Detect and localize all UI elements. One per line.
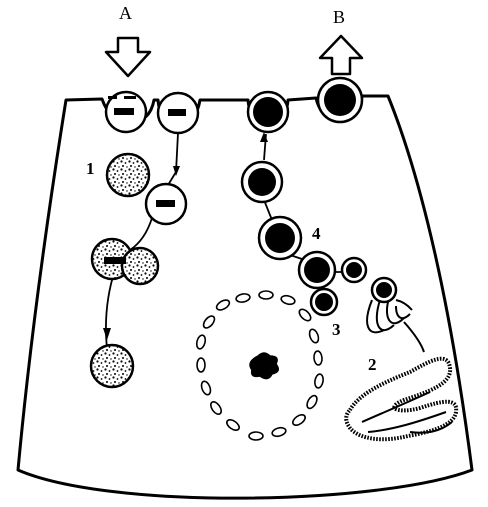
endocytic-vesicle: [146, 184, 186, 224]
label-rough-er: 2: [368, 356, 377, 373]
label-arrow-in: A: [119, 4, 132, 22]
endocytic-vesicle-forming-2: [158, 93, 198, 133]
secretory-vesicle-fusing-1: [248, 92, 288, 132]
label-lysosomal-pathway: 1: [86, 160, 95, 177]
label-secretory-pathway: 4: [312, 225, 321, 242]
up-arrow-icon: [320, 36, 362, 74]
label-golgi: 3: [332, 321, 341, 338]
secretory-vesicle: [342, 258, 366, 282]
secretory-vesicle: [299, 252, 335, 288]
endocytic-vesicle-forming-1: [106, 92, 146, 132]
speckled-vesicle: [107, 154, 149, 196]
secretory-vesicle: [372, 278, 396, 302]
secretory-vesicle: [311, 289, 337, 315]
secretory-vesicle: [259, 217, 301, 259]
down-arrow-icon: [106, 38, 150, 76]
label-arrow-out: B: [333, 8, 345, 26]
lysosome: [91, 345, 133, 387]
secretory-vesicle: [242, 162, 282, 202]
secretory-vesicle-fusing-2: [318, 78, 362, 122]
